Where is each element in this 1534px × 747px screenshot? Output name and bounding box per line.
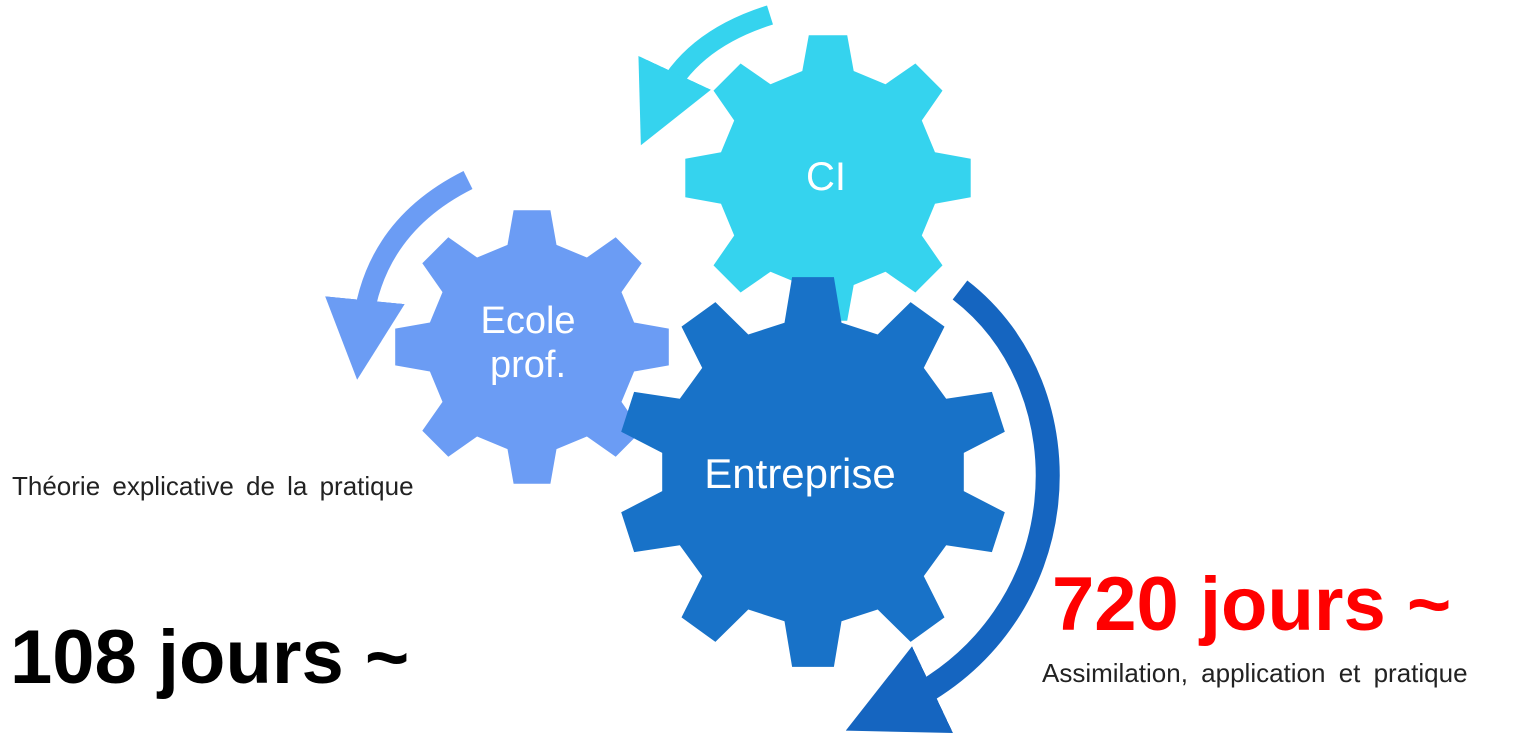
ecole-rotation-arrow: [325, 171, 473, 380]
ecole-gear-label-line1: Ecole: [480, 300, 575, 342]
company-days: 720 jours ~: [1052, 562, 1452, 647]
ci-gear: [685, 35, 971, 321]
entreprise-gear: [621, 277, 1005, 667]
entreprise-gear-label: Entreprise: [704, 450, 895, 497]
school-days: 108 jours ~: [10, 615, 410, 700]
ci-rotation-arrow: [638, 5, 774, 146]
entreprise-rotation-arrow: [845, 280, 1060, 733]
company-description: Assimilation, application et pratique: [1042, 658, 1468, 688]
ecole-gear: [395, 210, 669, 484]
ecole-gear-label-line2: prof.: [490, 344, 566, 386]
ci-gear-label: CI: [806, 155, 846, 199]
school-description: Théorie explicative de la pratique: [12, 471, 414, 501]
